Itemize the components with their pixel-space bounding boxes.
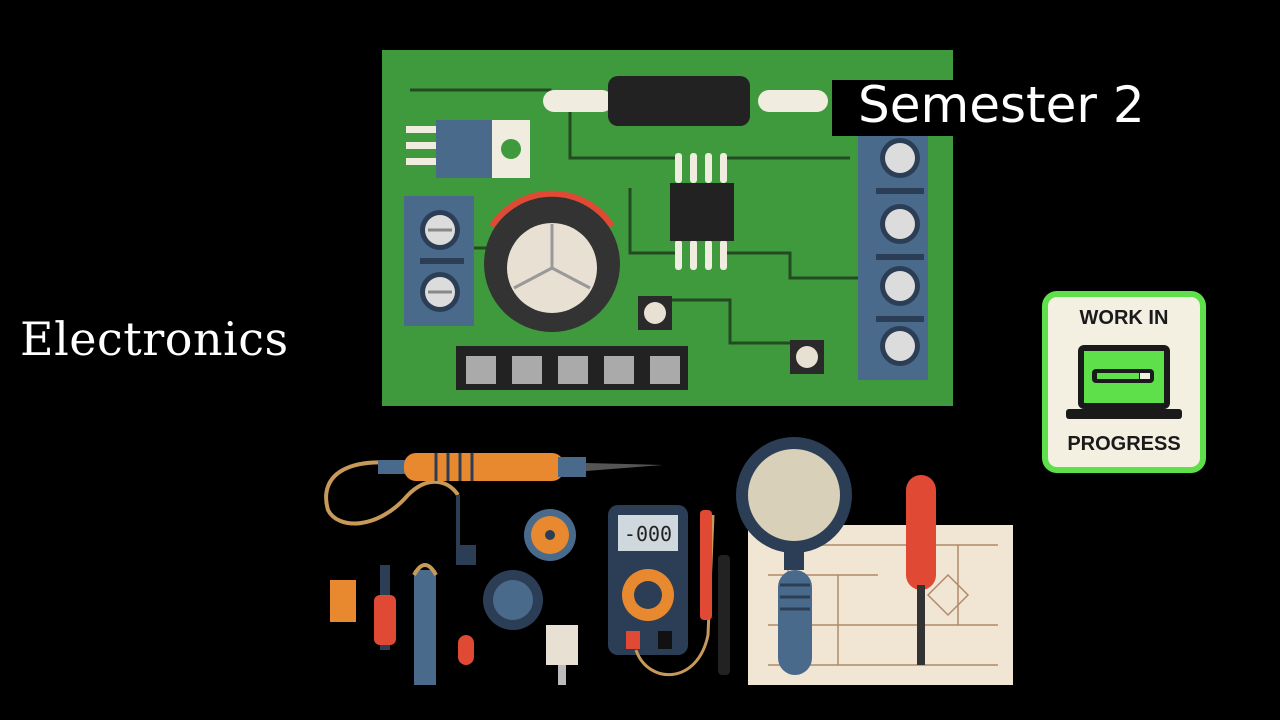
semester-label: Semester 2 bbox=[858, 76, 1145, 134]
tools-illustration: -000 bbox=[324, 437, 1013, 685]
badge-line-1: WORK IN bbox=[1079, 307, 1169, 329]
work-in-progress-badge: WORK IN PROGRESS bbox=[1042, 291, 1206, 473]
laptop-loading-icon bbox=[1066, 345, 1182, 419]
semester-label-background bbox=[832, 80, 1180, 136]
multimeter-display: -000 bbox=[624, 522, 672, 546]
badge-line-2: PROGRESS bbox=[1067, 433, 1181, 455]
subject-title: Electronics bbox=[20, 312, 289, 366]
